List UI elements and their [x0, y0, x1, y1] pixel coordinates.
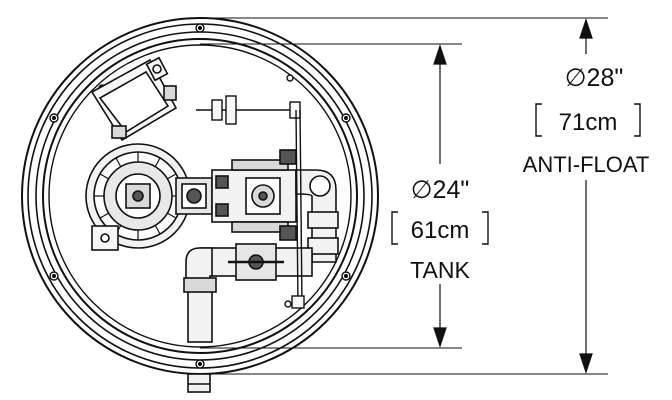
diameter-symbol: ∅ [411, 176, 433, 204]
anti-float-diameter-metric: 71cm [559, 109, 618, 136]
bolt-hole [49, 271, 59, 281]
anti-float-dimension-label: ∅28" 71cm ANTI-FLOAT [523, 64, 650, 177]
svg-text:∅24": ∅24" [411, 176, 469, 204]
tank-label: TANK [410, 257, 470, 283]
tank-diameter-metric: 61cm [411, 217, 470, 244]
drain-stub [187, 373, 211, 393]
mounting-bracket [90, 56, 178, 142]
bolt-hole [341, 113, 351, 123]
bracket-left [535, 103, 542, 137]
pump-housing [85, 143, 191, 251]
svg-text:∅28": ∅28" [565, 64, 623, 92]
ball-valve-pipe [183, 243, 313, 343]
anti-float-label: ANTI-FLOAT [523, 152, 650, 177]
tank-diameter-inches: 24" [433, 176, 470, 204]
discharge-assembly [175, 149, 297, 241]
bolt-hole [284, 300, 292, 308]
anti-float-diameter-inches: 28" [587, 64, 624, 92]
bracket-right [482, 211, 489, 245]
tank-ring [42, 38, 358, 354]
elbow-riser [295, 169, 339, 263]
bolt-hole [195, 23, 205, 33]
bolt-hole [49, 113, 59, 123]
bolt-hole [195, 359, 205, 369]
dimension-lines [200, 17, 608, 375]
anti-float-dimension-arrow [579, 18, 593, 374]
bracket-right [634, 103, 641, 137]
bolt-hole [286, 74, 294, 82]
diameter-symbol: ∅ [565, 64, 587, 92]
float-sensor-arm [196, 95, 305, 309]
bracket-left [391, 211, 398, 245]
tank-dimension-arrow [433, 44, 447, 348]
bolt-hole [341, 271, 351, 281]
tank-dimension-label: ∅24" 61cm TANK [391, 176, 489, 283]
